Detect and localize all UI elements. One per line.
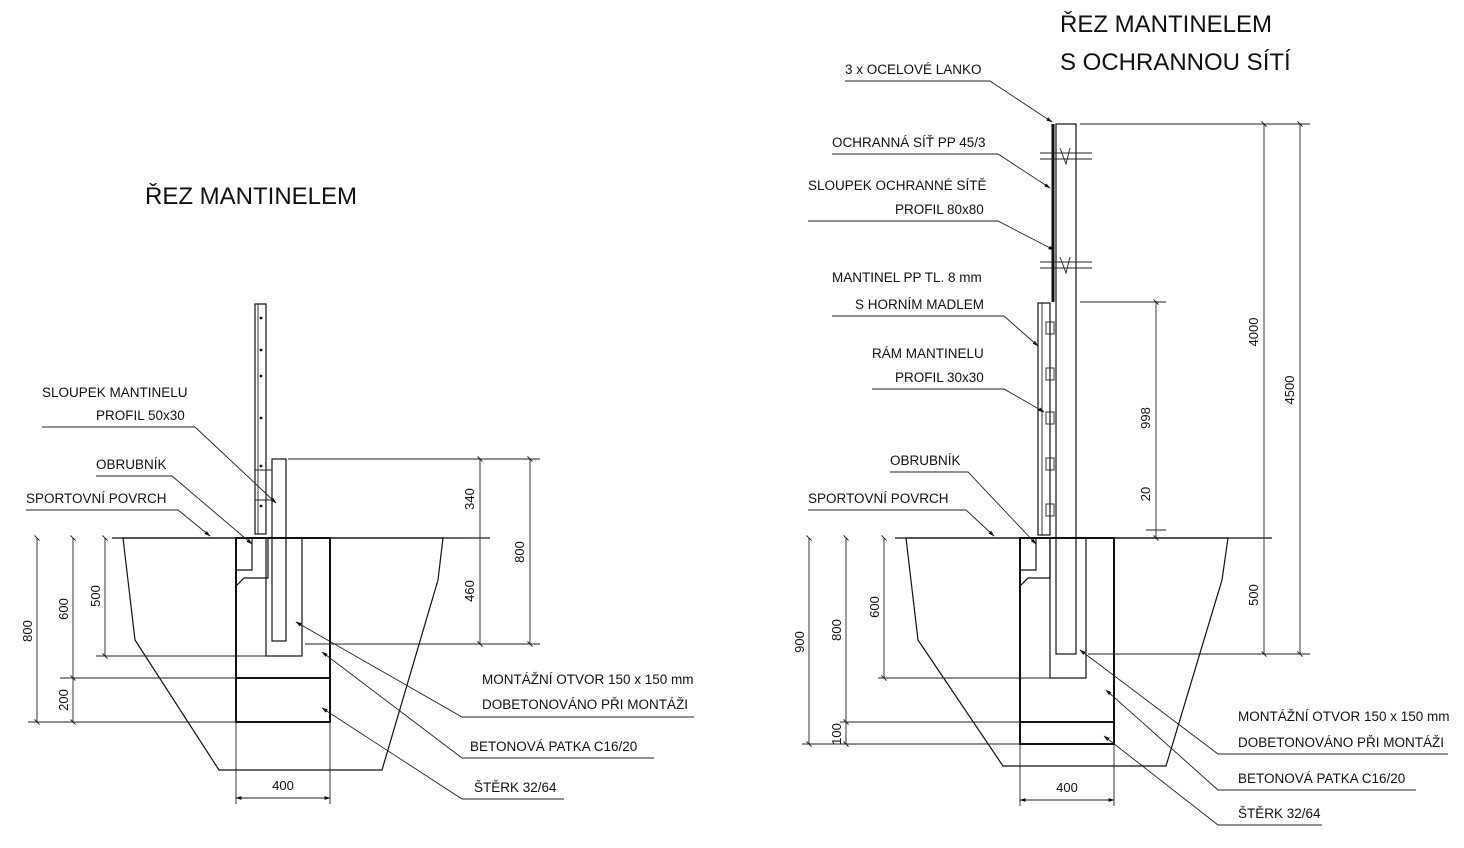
right-label-cable: 3 x OCELOVÉ LANKO (845, 62, 982, 77)
left-label-curb: OBRUBNÍK (96, 457, 167, 472)
left-dim-800-right: 800 (512, 541, 527, 563)
right-board-panel (1037, 302, 1051, 536)
right-dim-100: 100 (829, 723, 844, 745)
left-section-drawing: ŘEZ MANTINELEM SLOUPEK MANTINELU (20, 183, 694, 804)
right-label-frame-1: RÁM MANTINELU (872, 346, 984, 361)
right-label-gravel: ŠTĚRK 32/64 (1238, 806, 1321, 821)
left-label-gravel: ŠTĚRK 32/64 (474, 780, 557, 795)
left-dim-460: 460 (462, 580, 477, 602)
left-label-post-2: PROFIL 50x30 (96, 408, 185, 423)
left-curb (235, 537, 269, 588)
right-dim-900: 900 (792, 631, 807, 653)
right-dim-400: 400 (1056, 780, 1078, 795)
right-label-surface: SPORTOVNÍ POVRCH (808, 491, 949, 506)
right-dim-20: 20 (1138, 487, 1153, 501)
right-net-post (1055, 123, 1077, 655)
left-dim-400: 400 (272, 778, 294, 793)
left-dim-600: 600 (56, 598, 71, 620)
left-concrete-footing (235, 537, 331, 723)
right-gravel-layer (1019, 721, 1115, 745)
right-label-footing: BETONOVÁ PATKA C16/20 (1238, 771, 1405, 786)
left-dim-800-left: 800 (20, 620, 35, 642)
left-board-panel (254, 303, 267, 535)
right-label-net: OCHRANNÁ SÍŤ PP 45/3 (832, 135, 986, 150)
right-section-drawing: ŘEZ MANTINELEM S OCHRANNOU SÍTÍ (792, 11, 1450, 826)
right-dim-800: 800 (829, 619, 844, 641)
right-soil-excavation (905, 537, 1229, 767)
right-title-line-2: S OCHRANNOU SÍTÍ (1060, 49, 1291, 76)
right-label-frame-2: PROFIL 30x30 (895, 370, 984, 385)
left-post (271, 458, 287, 642)
right-dim-500: 500 (1246, 584, 1261, 606)
right-label-hole-1: MONTÁŽNÍ OTVOR 150 x 150 mm (1238, 709, 1450, 724)
left-label-surface: SPORTOVNÍ POVRCH (26, 491, 167, 506)
left-soil-excavation (122, 537, 444, 771)
right-label-board-2: S HORNÍM MADLEM (855, 297, 984, 312)
left-gravel-layer (235, 677, 331, 723)
right-dim-4500: 4500 (1282, 376, 1297, 405)
right-label-board-1: MANTINEL PP TL. 8 mm (832, 270, 982, 285)
left-board-bolts (255, 316, 272, 508)
right-label-netpost-2: PROFIL 80x80 (895, 202, 984, 217)
right-concrete-footing (1019, 537, 1115, 745)
left-label-post-1: SLOUPEK MANTINELU (42, 385, 188, 400)
right-board-frame-profiles (1045, 321, 1055, 517)
right-dim-600: 600 (867, 596, 882, 618)
right-net-break-marks (1040, 147, 1092, 275)
left-dim-200: 200 (56, 689, 71, 711)
left-label-footing: BETONOVÁ PATKA C16/20 (470, 739, 637, 754)
right-label-hole-2: DOBETONOVÁNO PŘI MONTÁŽI (1238, 735, 1444, 750)
left-dim-500: 500 (88, 585, 103, 607)
right-curb (1019, 537, 1051, 588)
left-label-hole-2: DOBETONOVÁNO PŘI MONTÁŽI (482, 697, 688, 712)
right-dim-998: 998 (1138, 407, 1153, 429)
right-label-netpost-1: SLOUPEK OCHRANNÉ SÍTĚ (808, 178, 987, 193)
right-title-line-1: ŘEZ MANTINELEM (1060, 11, 1272, 38)
left-dim-340: 340 (462, 488, 477, 510)
left-label-hole-1: MONTÁŽNÍ OTVOR 150 x 150 mm (482, 672, 694, 687)
left-mounting-hole (265, 537, 303, 657)
right-label-curb: OBRUBNÍK (890, 453, 961, 468)
left-title: ŘEZ MANTINELEM (145, 183, 357, 210)
right-dim-4000: 4000 (1246, 318, 1261, 347)
